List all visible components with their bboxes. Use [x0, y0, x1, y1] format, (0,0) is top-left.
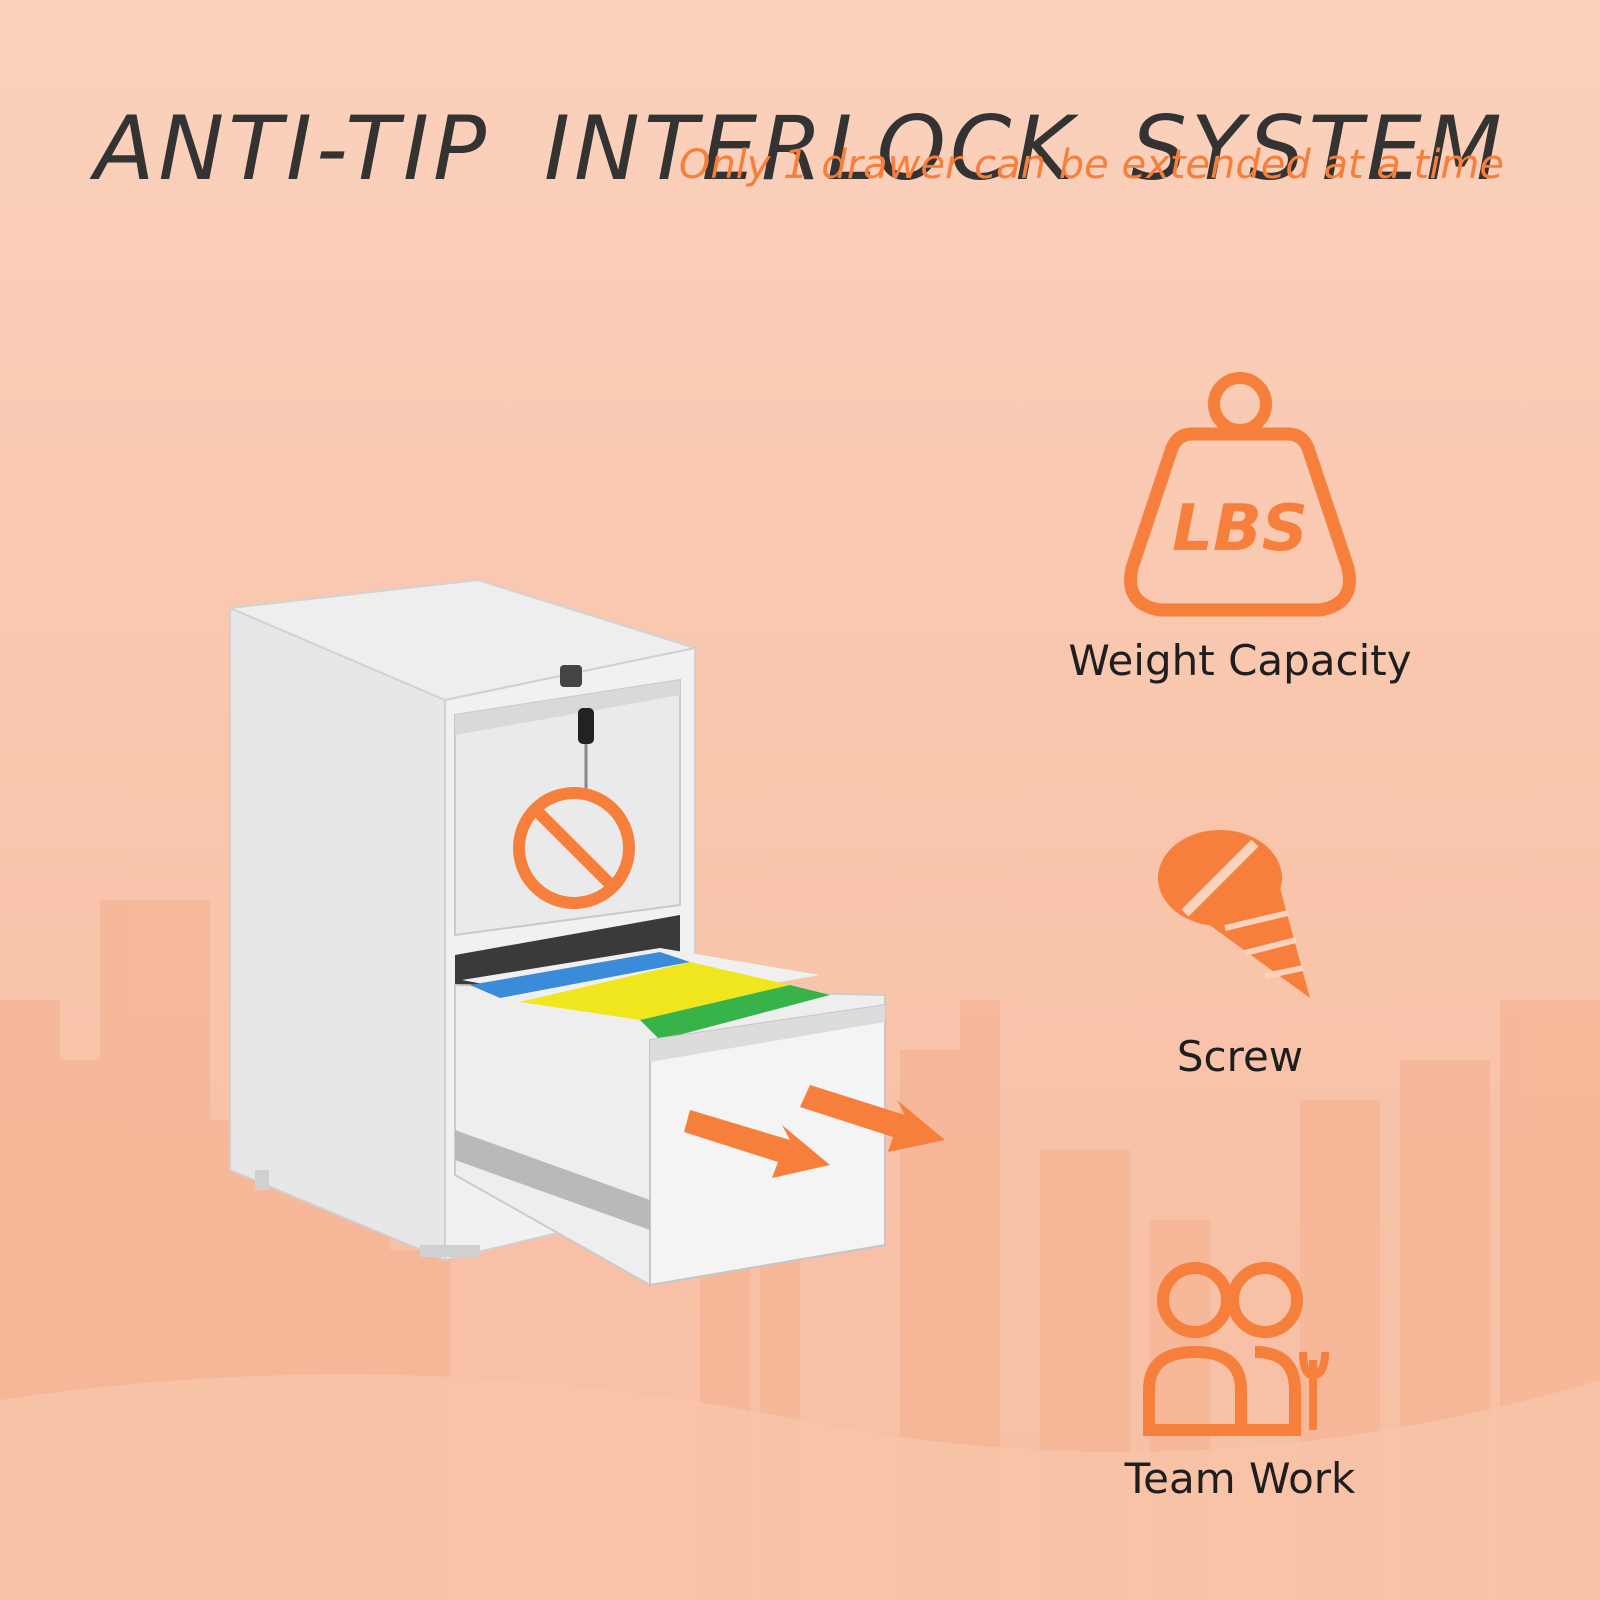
feature-weight-capacity: LBS Weight Capacity [1040, 372, 1440, 685]
pull-arrows-icon [684, 1085, 945, 1178]
feature-label: Screw [1176, 1032, 1304, 1081]
prohibited-icon [513, 787, 635, 909]
lbs-icon-text: LBS [1172, 492, 1308, 566]
page-subtitle: Only 1 drawer can be extended at a time [678, 142, 1504, 188]
feature-team-work: Team Work [1040, 1260, 1440, 1503]
feature-label: Weight Capacity [1068, 636, 1412, 685]
team-work-icon [1143, 1262, 1329, 1436]
page-title: ANTI-TIP INTERLOCK SYSTEM [94, 96, 1506, 200]
weight-lbs-icon: LBS [1124, 372, 1356, 617]
feature-label: Team Work [1124, 1454, 1356, 1503]
screw-icon [1158, 830, 1310, 998]
feature-screw: Screw [1040, 818, 1440, 1081]
